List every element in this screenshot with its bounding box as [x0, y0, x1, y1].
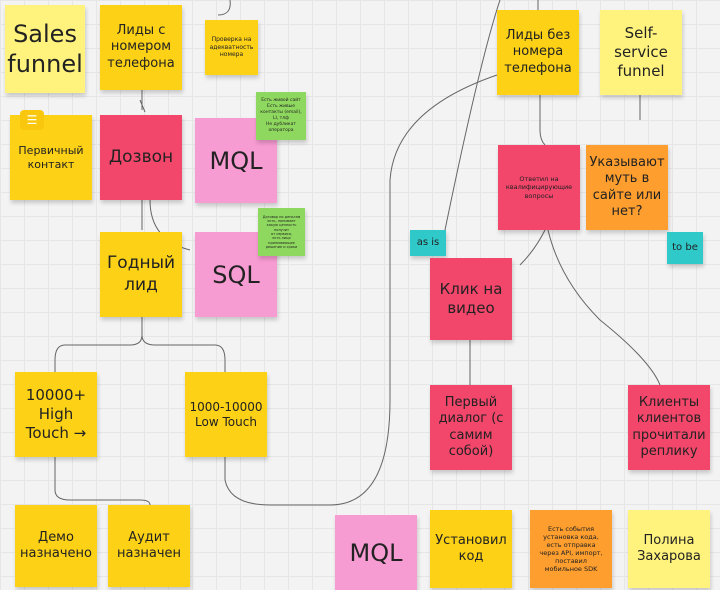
sticky-events[interactable]: Есть события установка кода, есть отправ…	[530, 510, 612, 588]
sticky-leads-no-phone[interactable]: Лиды без номера телефона	[497, 10, 579, 95]
sticky-mql-note[interactable]: Есть живой сайт Есть живые контакты (ema…	[256, 92, 306, 140]
sticky-first-dialog[interactable]: Первый диалог (с самим собой)	[430, 385, 512, 470]
sticky-installed-code[interactable]: Установил код	[430, 510, 512, 588]
sticky-sales-funnel[interactable]: Sales funnel	[5, 5, 85, 93]
comment-icon[interactable]: ☰	[20, 110, 44, 130]
sticky-author[interactable]: Полина Захарова	[628, 510, 710, 588]
sticky-demo[interactable]: Демо назначено	[15, 505, 97, 587]
label-as-is[interactable]: as is	[410, 230, 446, 256]
sticky-low-touch[interactable]: 1000-10000 Low Touch	[185, 372, 267, 457]
sticky-leads-with-phone[interactable]: Лиды с номером телефона	[100, 5, 182, 90]
sticky-high-touch[interactable]: 10000+ High Touch →	[15, 372, 97, 457]
sticky-dial[interactable]: Дозвон	[100, 115, 182, 200]
sticky-good-lead[interactable]: Годный лид	[100, 232, 182, 317]
sticky-clients-read[interactable]: Клиенты клиентов прочитали реплику	[628, 385, 710, 470]
sticky-sql-note[interactable]: Договор по деньгам есть, понимает какую …	[258, 208, 305, 256]
sticky-phone-check[interactable]: Проверка на адекватность номера	[205, 20, 258, 75]
sticky-answered[interactable]: Ответил на квалифицирующие вопросы	[498, 145, 580, 230]
sticky-video-click[interactable]: Клик на видео	[430, 258, 512, 340]
sticky-self-service[interactable]: Self- service funnel	[600, 10, 682, 95]
label-to-be[interactable]: to be	[667, 232, 703, 264]
sticky-audit[interactable]: Аудит назначен	[108, 505, 190, 587]
sticky-site-question[interactable]: Указывают муть в сайте или нет?	[586, 145, 668, 230]
sticky-mql-2[interactable]: MQL	[335, 515, 417, 590]
